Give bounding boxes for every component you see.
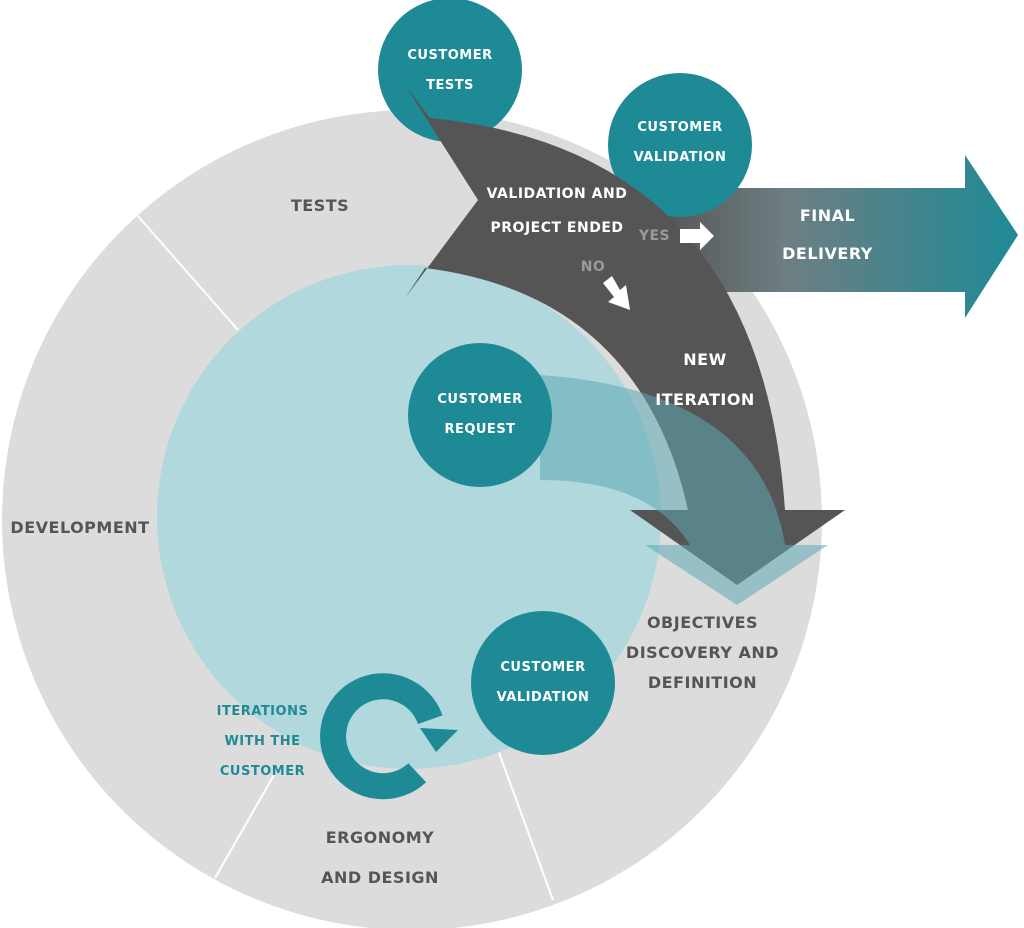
- label-line: DISCOVERY AND: [625, 643, 780, 662]
- segment-divider: [136, 214, 239, 331]
- label-line: REQUEST: [444, 422, 516, 437]
- segment-ergonomy-label: ERGONOMY AND DESIGN: [315, 818, 445, 898]
- customer-tests-label: CUSTOMER TESTS: [380, 41, 520, 101]
- label-line: DEFINITION: [647, 673, 758, 692]
- yes-label: YES: [638, 228, 671, 244]
- label-line: VALIDATION: [496, 690, 590, 705]
- cycle-icon: [320, 673, 458, 800]
- customer-request-flow: [540, 375, 828, 605]
- new-iteration-label: NEW ITERATION: [630, 340, 780, 420]
- segment-objectives-label: OBJECTIVES DISCOVERY AND DEFINITION: [615, 608, 790, 698]
- white-arrow-yes-icon: [680, 222, 714, 250]
- label-line: CUSTOMER: [500, 660, 586, 675]
- label-line: TESTS: [426, 78, 474, 93]
- white-arrow-no-icon: [603, 276, 630, 310]
- customer-request-circle: [408, 343, 552, 487]
- label-line: CUSTOMER: [219, 764, 306, 779]
- final-delivery-arrow: [660, 155, 1018, 318]
- label-line: DELIVERY: [782, 244, 873, 263]
- segment-tests-label: TESTS: [290, 196, 350, 215]
- label-line: ITERATIONS: [216, 704, 309, 719]
- label-line: ITERATION: [655, 390, 755, 409]
- label-line: OBJECTIVES: [646, 613, 759, 632]
- iterations-label: ITERATIONS WITH THE CUSTOMER: [205, 697, 320, 787]
- decision-label: VALIDATION AND PROJECT ENDED: [477, 177, 637, 245]
- customer-validation-top-circle: [608, 73, 752, 217]
- segment-divider: [214, 774, 275, 879]
- customer-request-label: CUSTOMER REQUEST: [410, 385, 550, 445]
- label-line: AND DESIGN: [321, 868, 439, 887]
- no-label: NO: [580, 259, 606, 275]
- customer-validation-top-label: CUSTOMER VALIDATION: [610, 113, 750, 173]
- label-line: VALIDATION AND: [486, 186, 628, 202]
- label-line: CUSTOMER: [637, 120, 723, 135]
- label-line: CUSTOMER: [437, 392, 523, 407]
- label-line: PROJECT ENDED: [490, 220, 624, 236]
- label-line: CUSTOMER: [407, 48, 493, 63]
- segment-development-label: DEVELOPMENT: [10, 518, 150, 537]
- label-line: VALIDATION: [633, 150, 727, 165]
- final-delivery-label: FINAL DELIVERY: [765, 197, 890, 273]
- customer-validation-bottom-circle: [471, 611, 615, 755]
- customer-validation-bottom-label: CUSTOMER VALIDATION: [473, 653, 613, 713]
- label-line: NEW: [683, 350, 727, 369]
- label-line: WITH THE: [224, 734, 301, 749]
- segment-divider: [497, 749, 554, 901]
- label-line: ERGONOMY: [325, 828, 435, 847]
- customer-tests-circle: [378, 0, 522, 142]
- label-line: FINAL: [799, 206, 856, 225]
